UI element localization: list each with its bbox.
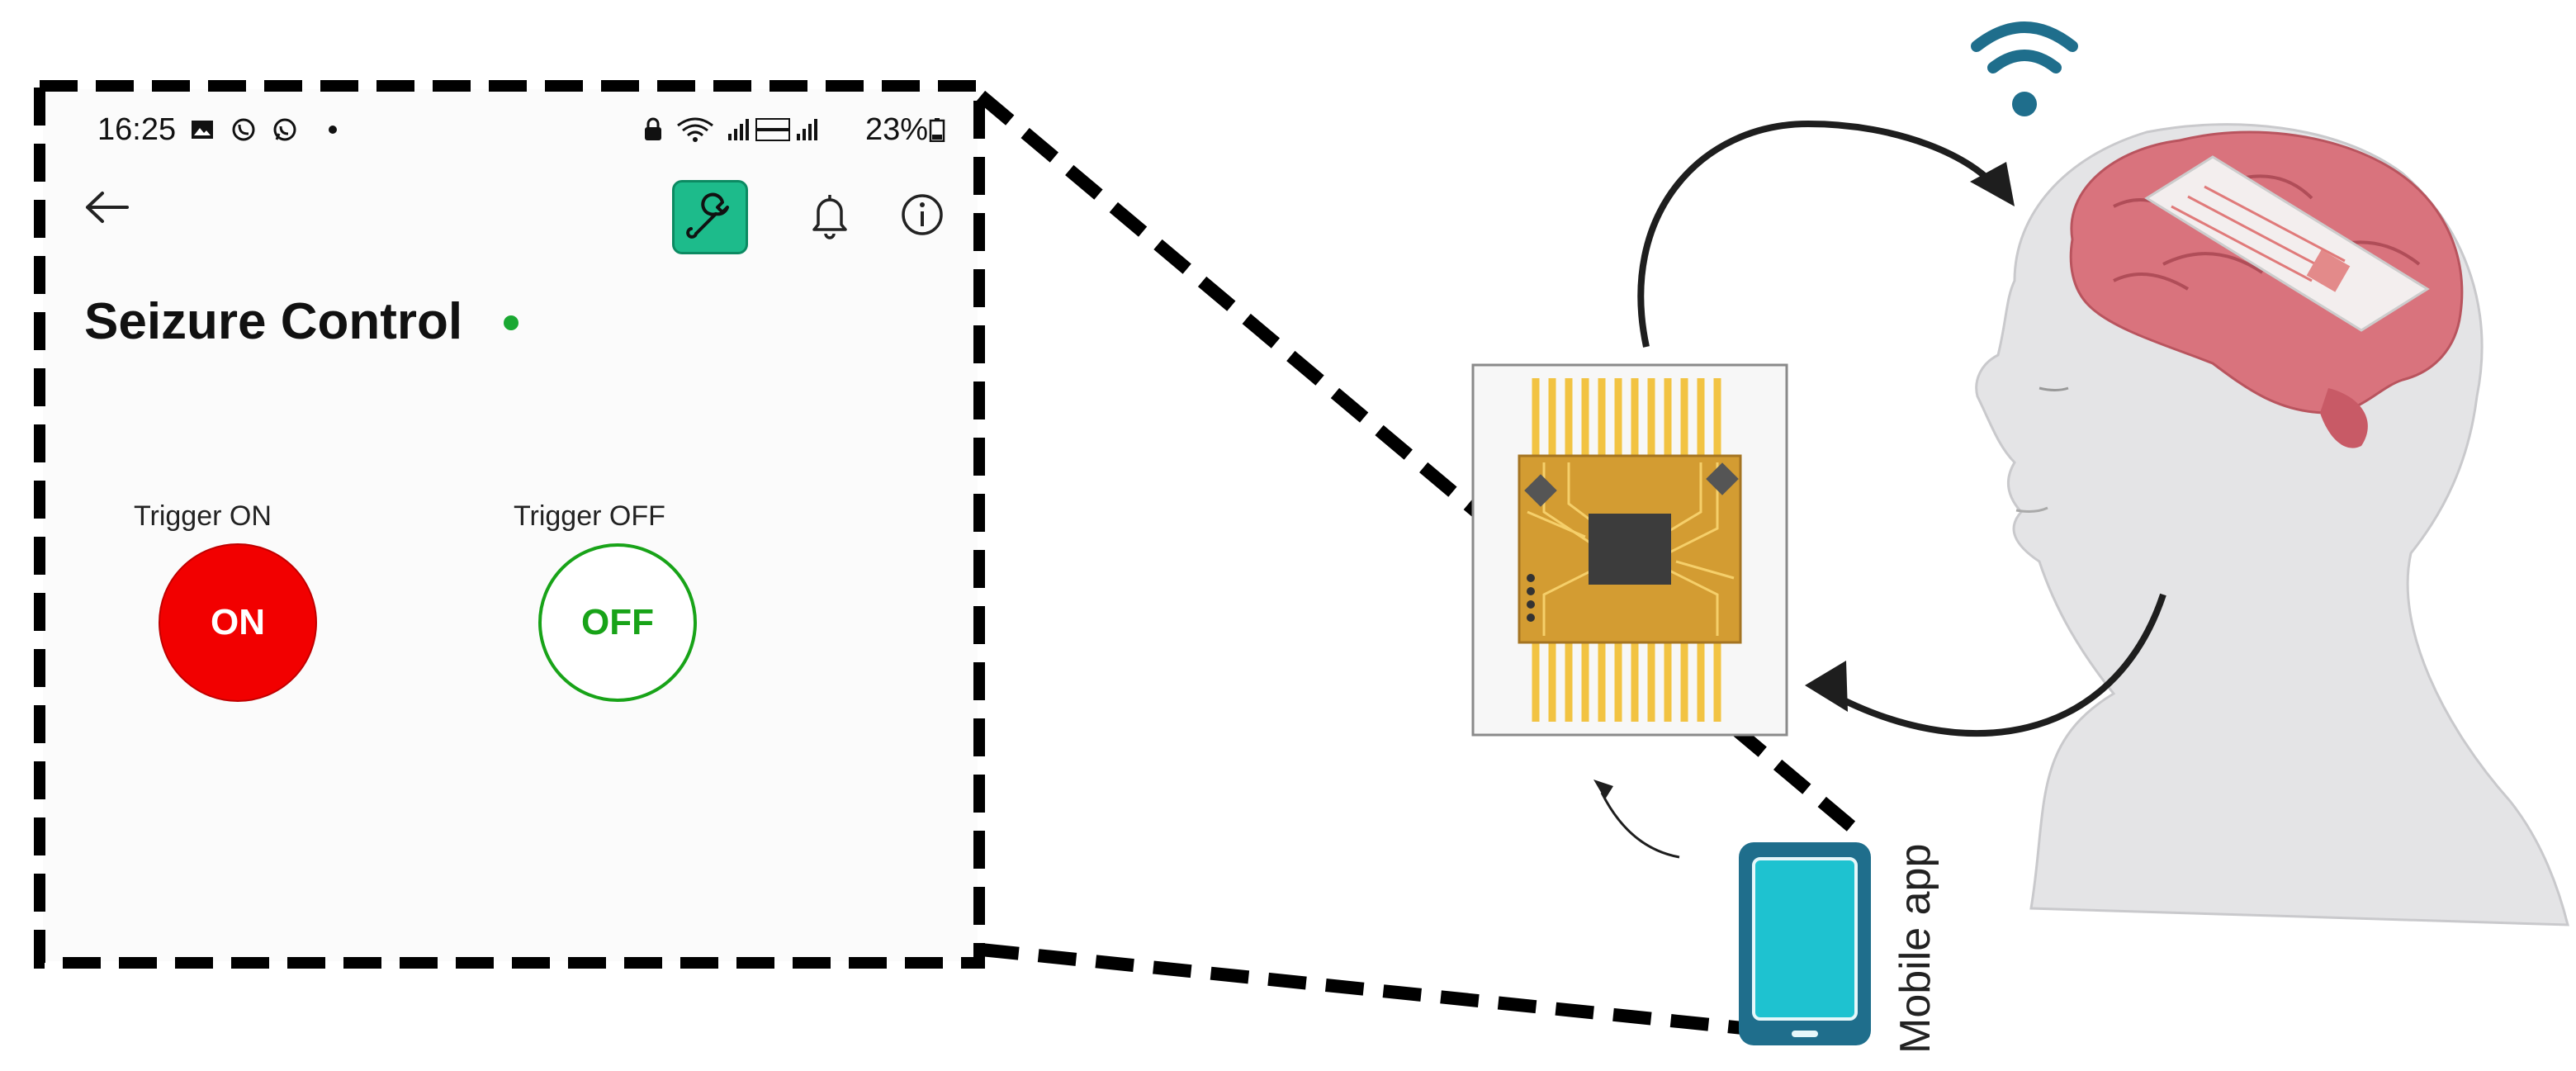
- wifi-status-icon: [677, 117, 713, 142]
- wifi-icon: [1971, 21, 2078, 116]
- status-time: 16:25: [97, 112, 177, 147]
- trigger-on-button[interactable]: ON: [159, 543, 317, 702]
- call-recorder-icon: [232, 118, 255, 141]
- brain-illustration: [2069, 130, 2464, 448]
- volte-icon: [755, 118, 790, 141]
- signal-icon-1: [728, 119, 749, 140]
- lock-icon: [645, 117, 661, 140]
- implant-strip: [2144, 155, 2430, 332]
- signal-icon-2: [797, 119, 817, 140]
- mobile-app-label: Mobile app: [1892, 843, 1939, 1054]
- phone-screen: 16:25 23% Seizure Control Trigger ON Tri…: [43, 89, 978, 961]
- device-chip: [1471, 363, 1788, 737]
- notification-dot-icon: [329, 126, 337, 134]
- gallery-icon: [192, 121, 213, 139]
- page-title: Seizure Control: [84, 293, 463, 350]
- arrowhead-device: [1805, 661, 1848, 712]
- arrow-app-to-device: [1600, 792, 1680, 859]
- battery-percent: 23%: [864, 112, 928, 147]
- battery-icon: [929, 118, 945, 142]
- back-arrow-icon[interactable]: [84, 188, 130, 226]
- online-status-dot: [504, 315, 519, 330]
- zoom-line-bottom: [980, 943, 1768, 1037]
- zoom-frame: [34, 80, 985, 969]
- arrow-to-device: [1823, 593, 2166, 737]
- settings-wrench-button[interactable]: [672, 180, 748, 254]
- arrow-to-brain: [1637, 120, 2001, 348]
- trigger-off-button[interactable]: OFF: [538, 543, 697, 702]
- arrowhead-app: [1593, 780, 1613, 799]
- wrench-icon: [686, 192, 729, 239]
- trigger-off-label: Trigger OFF: [514, 500, 665, 532]
- whatsapp-icon: [273, 118, 296, 141]
- arrowhead-brain: [1970, 162, 2015, 206]
- mobile-phone-icon: [1739, 842, 1871, 1045]
- bell-icon[interactable]: [807, 190, 852, 239]
- info-icon[interactable]: [900, 190, 945, 239]
- trigger-on-label: Trigger ON: [134, 500, 272, 532]
- feedback-arrows: [1600, 120, 2166, 859]
